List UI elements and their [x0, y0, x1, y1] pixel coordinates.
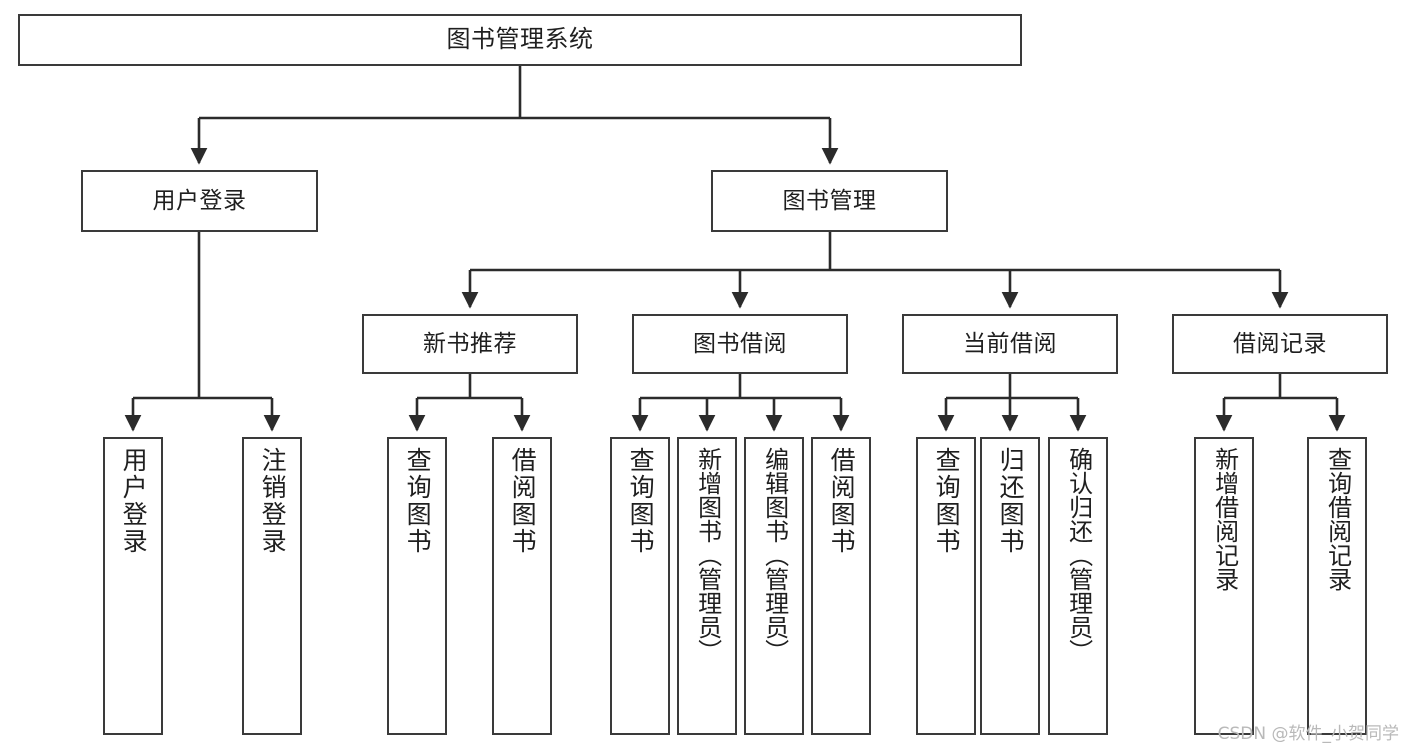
leaf-confirm-return[interactable]: 确认归还（管理员）	[1048, 437, 1108, 735]
leaf-add-record[interactable]: 新增借阅记录	[1194, 437, 1254, 735]
node-user-login-label: 用户登录	[152, 187, 247, 214]
node-borrow-record-label: 借阅记录	[1233, 330, 1327, 357]
leaf-add-book[interactable]: 新增图书（管理员）	[677, 437, 737, 735]
node-borrow-record[interactable]: 借阅记录	[1172, 314, 1388, 374]
leaf-query-book-2[interactable]: 查询图书	[610, 437, 670, 735]
node-book-manage-label: 图书管理	[782, 187, 877, 214]
leaf-add-record-label: 新增借阅记录	[1210, 447, 1239, 591]
leaf-borrow-book-2-label: 借阅图书	[827, 447, 857, 555]
node-book-borrow-label: 图书借阅	[693, 330, 787, 357]
node-root[interactable]: 图书管理系统	[18, 14, 1022, 66]
node-new-book-rec[interactable]: 新书推荐	[362, 314, 578, 374]
csdn-watermark: CSDN @软件_小贺同学	[1217, 724, 1399, 744]
leaf-query-record[interactable]: 查询借阅记录	[1307, 437, 1367, 735]
node-current-borrow-label: 当前借阅	[963, 330, 1057, 357]
leaf-return-book-label: 归还图书	[996, 447, 1026, 555]
leaf-user-login-label: 用户登录	[119, 447, 149, 555]
leaf-query-record-label: 查询借阅记录	[1323, 447, 1352, 591]
leaf-query-book-3[interactable]: 查询图书	[916, 437, 976, 735]
leaf-query-book-1-label: 查询图书	[403, 447, 433, 555]
leaf-logout[interactable]: 注销登录	[242, 437, 302, 735]
leaf-borrow-book-2[interactable]: 借阅图书	[811, 437, 871, 735]
leaf-return-book[interactable]: 归还图书	[980, 437, 1040, 735]
leaf-borrow-book-1-label: 借阅图书	[508, 447, 538, 555]
leaf-query-book-2-label: 查询图书	[626, 447, 656, 555]
leaf-confirm-return-label: 确认归还（管理员）	[1064, 447, 1093, 663]
node-book-borrow[interactable]: 图书借阅	[632, 314, 848, 374]
node-new-book-rec-label: 新书推荐	[423, 330, 517, 357]
node-root-label: 图书管理系统	[446, 25, 594, 54]
leaf-edit-book-label: 编辑图书（管理员）	[760, 447, 789, 663]
node-current-borrow[interactable]: 当前借阅	[902, 314, 1118, 374]
node-user-login[interactable]: 用户登录	[81, 170, 318, 232]
leaf-query-book-1[interactable]: 查询图书	[387, 437, 447, 735]
leaf-borrow-book-1[interactable]: 借阅图书	[492, 437, 552, 735]
leaf-logout-label: 注销登录	[258, 447, 288, 555]
leaf-edit-book[interactable]: 编辑图书（管理员）	[744, 437, 804, 735]
leaf-query-book-3-label: 查询图书	[932, 447, 962, 555]
leaf-add-book-label: 新增图书（管理员）	[693, 447, 722, 663]
leaf-user-login[interactable]: 用户登录	[103, 437, 163, 735]
node-book-manage[interactable]: 图书管理	[711, 170, 948, 232]
